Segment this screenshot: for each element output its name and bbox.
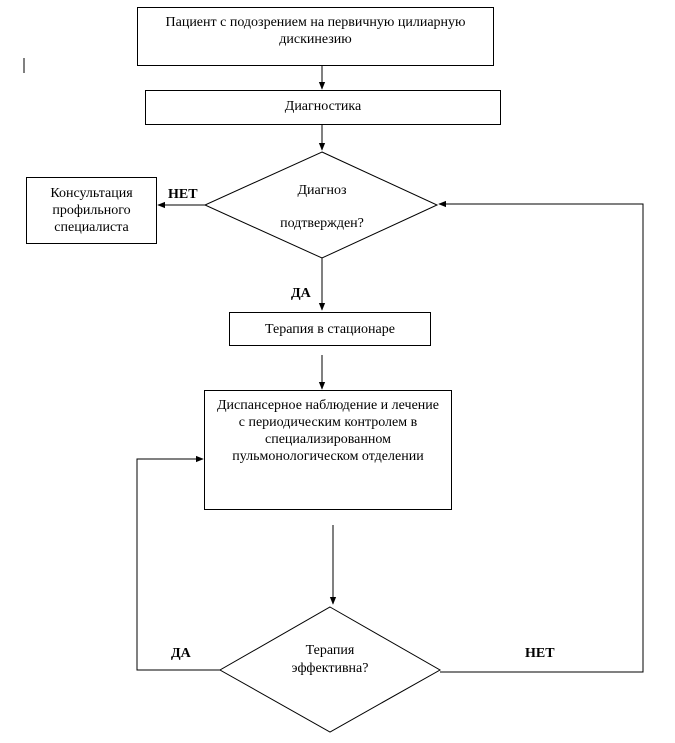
label-yes-loop: ДА bbox=[171, 646, 191, 661]
label-yes-down: ДА bbox=[291, 286, 311, 301]
dispensary-text: Диспансерное наблюдение и лечение с пери… bbox=[217, 398, 439, 464]
therapy-hospital-text: Терапия в стационаре bbox=[265, 321, 395, 337]
diagnosis-question-line2: подтвержден? bbox=[280, 216, 364, 231]
effectiveness-decision-diamond bbox=[218, 606, 442, 733]
arrow-effective-yes-loop bbox=[136, 455, 220, 671]
dispensary-box: Диспансерное наблюдение и лечение с пери… bbox=[204, 390, 452, 510]
patient-box: Пациент с подозрением на первичную цилиа… bbox=[137, 7, 494, 66]
therapy-hospital-box: Терапия в стационаре bbox=[229, 312, 431, 346]
label-no-left: НЕТ bbox=[168, 187, 198, 202]
diagnosis-decision-diamond bbox=[203, 151, 439, 259]
diagnostics-text: Диагностика bbox=[284, 99, 362, 114]
therapy-question-line1: Терапия bbox=[305, 643, 355, 658]
consult-text: Консультация профильного специалиста bbox=[50, 186, 133, 235]
patient-text: Пациент с подозрением на первичную цилиа… bbox=[165, 15, 466, 47]
therapy-question-line2: эффективна? bbox=[291, 661, 369, 676]
diagnosis-question-line1: Диагноз bbox=[297, 183, 347, 198]
label-no-loop: НЕТ bbox=[525, 646, 555, 661]
consult-box: Консультация профильного специалиста bbox=[26, 177, 157, 244]
arrow-effective-no-loop bbox=[438, 200, 644, 673]
diagnostics-box: Диагностика bbox=[145, 90, 501, 125]
